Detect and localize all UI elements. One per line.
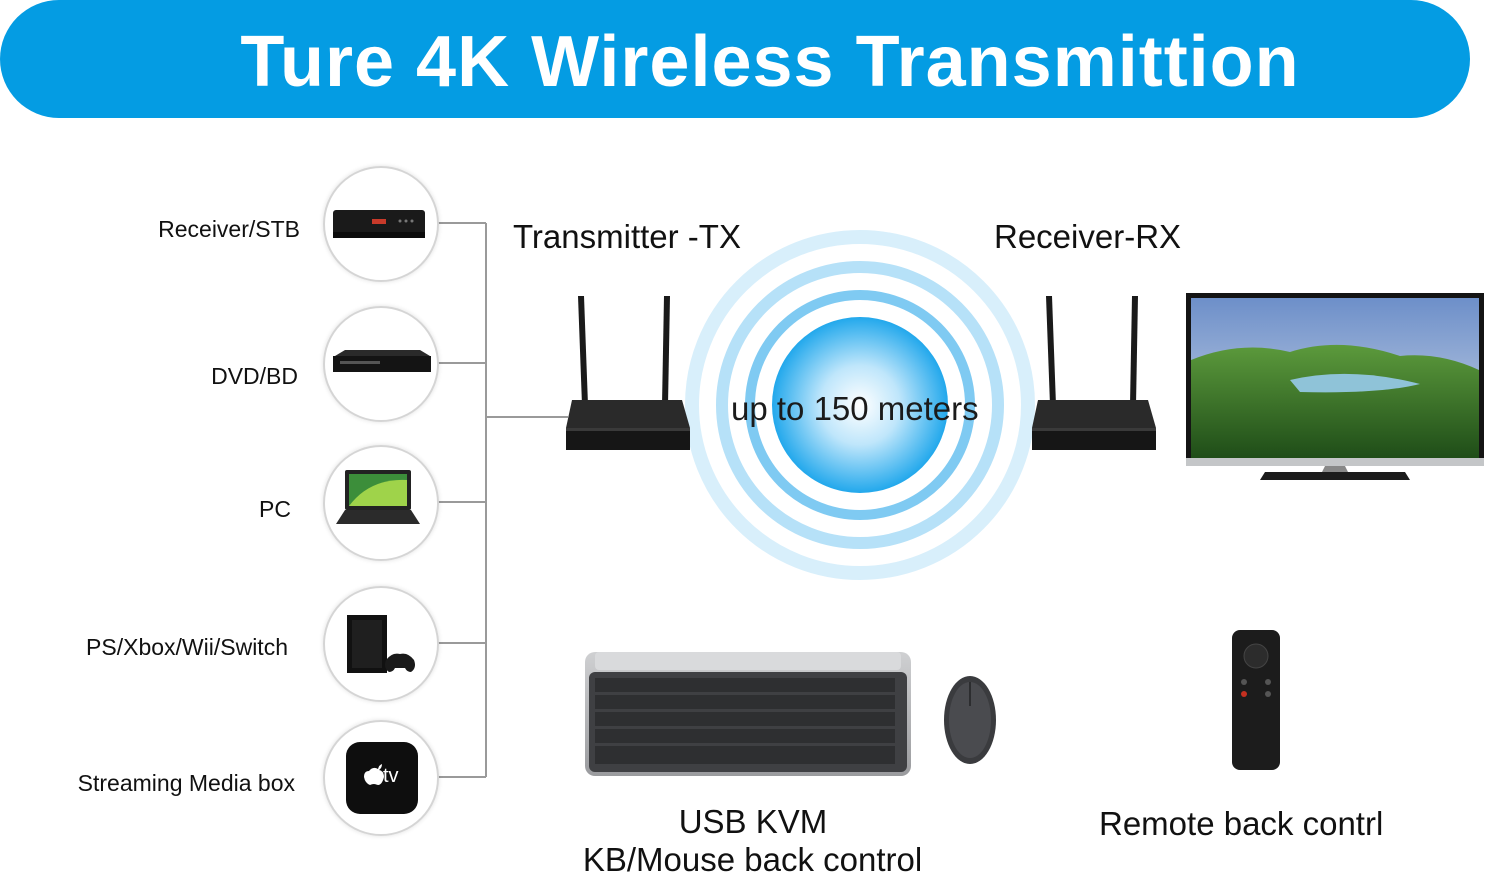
source-label-receiver-stb: Receiver/STB — [158, 216, 300, 242]
source-circle-dvd-bd — [323, 306, 439, 422]
receiver-label: Receiver-RX — [994, 218, 1182, 255]
tv-display — [1186, 293, 1484, 480]
source-label-streaming-box: Streaming Media box — [77, 770, 295, 796]
page-title: Ture 4K Wireless Transmittion — [240, 22, 1300, 102]
source-circle-pc — [323, 445, 439, 561]
transmitter-label: Transmitter -TX — [513, 218, 741, 255]
signal-rings — [685, 230, 1035, 580]
mouse-icon — [944, 676, 996, 764]
source-label-pc: PC — [259, 496, 291, 522]
apple-tv-text: tv — [383, 765, 399, 787]
remote-icon — [1232, 630, 1280, 770]
remote-label: Remote back contrl — [1099, 805, 1384, 842]
source-label-dvd-bd: DVD/BD — [211, 363, 298, 389]
source-circle-streaming-box — [323, 720, 439, 836]
source-label-consoles: PS/Xbox/Wii/Switch — [86, 634, 288, 660]
keyboard-icon — [585, 652, 911, 776]
title-banner — [0, 0, 1470, 118]
source-circle-receiver-stb — [323, 166, 439, 282]
connector-lines — [438, 222, 568, 778]
transmitter-device — [566, 296, 690, 450]
kvm-label-line1: USB KVM — [678, 803, 828, 840]
source-circle-consoles — [323, 586, 439, 702]
receiver-device — [1032, 296, 1156, 450]
range-label: up to 150 meters — [731, 390, 979, 427]
kvm-label-line2: KB/Mouse back control — [582, 841, 923, 878]
